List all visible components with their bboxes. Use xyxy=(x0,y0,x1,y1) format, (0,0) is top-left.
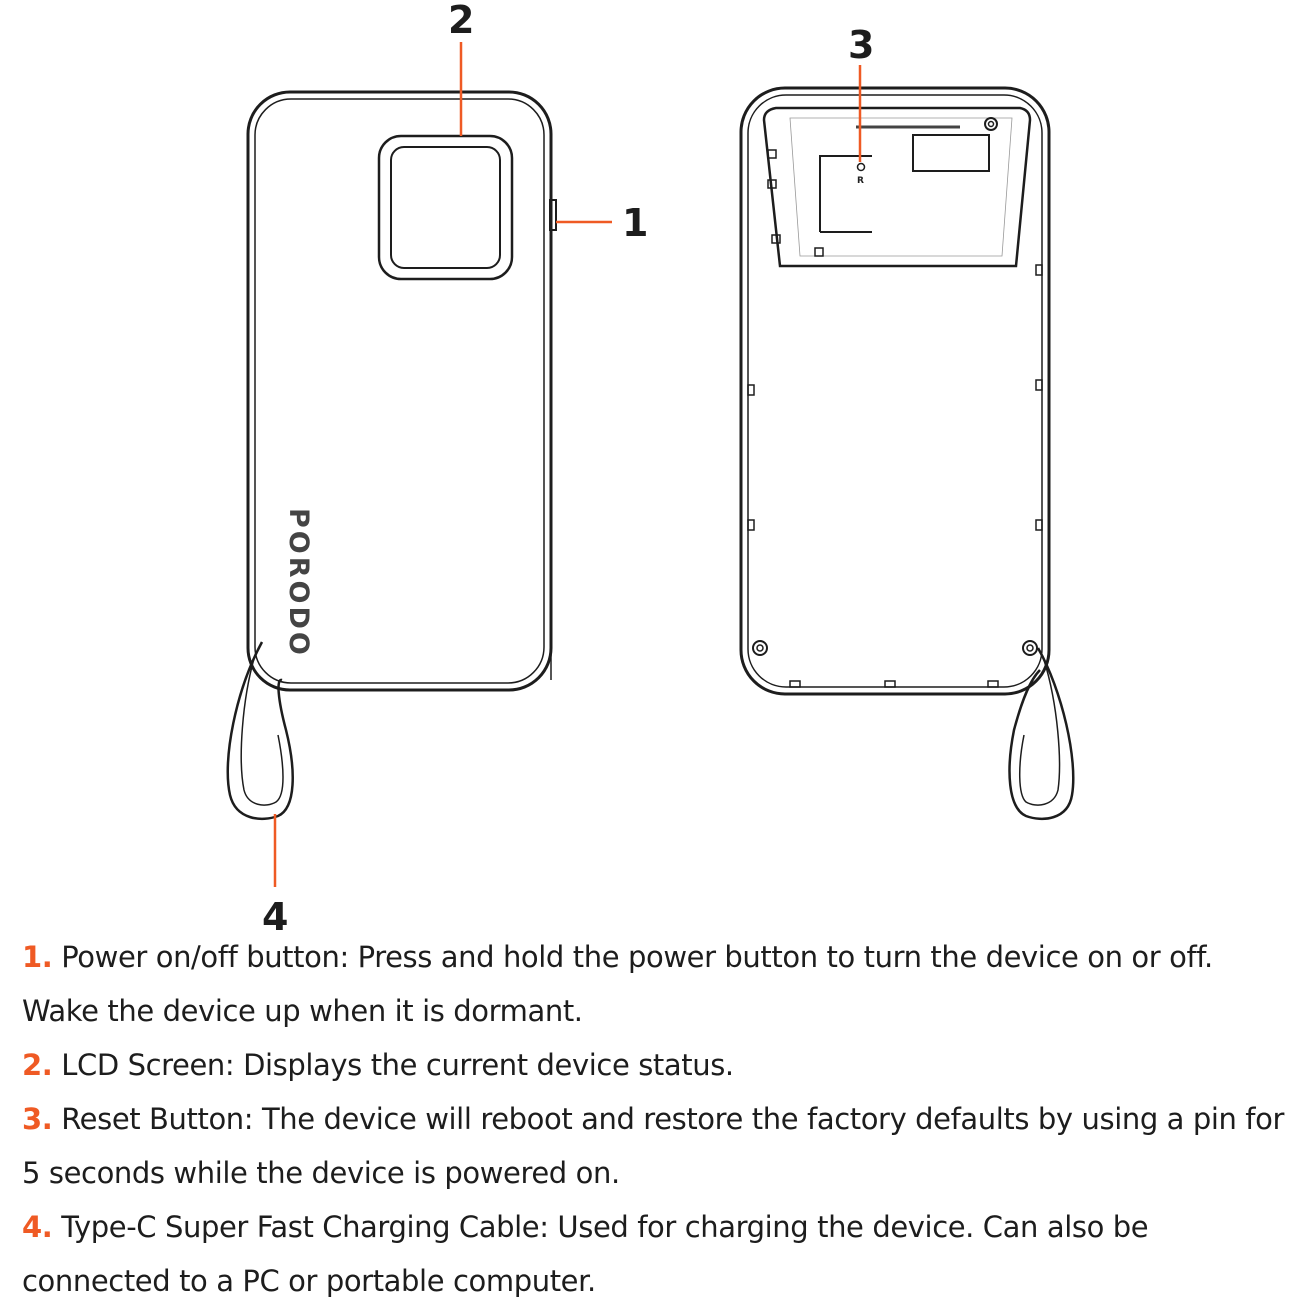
power-button xyxy=(549,199,557,231)
back-body-outer xyxy=(739,86,1051,696)
feature-descriptions: 1. Power on/off button: Press and hold t… xyxy=(22,930,1292,1308)
front-cable-loop xyxy=(226,641,294,821)
reset-mark: R xyxy=(857,176,864,186)
brand-logo: PORODO xyxy=(283,508,314,658)
front-body-inner xyxy=(254,98,545,684)
description-item-2: 2. LCD Screen: Displays the current devi… xyxy=(22,1038,1292,1092)
back-view xyxy=(739,86,1075,821)
back-cable-loop xyxy=(1008,647,1075,821)
front-view xyxy=(226,90,557,821)
callout-lines xyxy=(273,42,862,887)
description-text: Reset Button: The device will reboot and… xyxy=(22,1102,1284,1190)
sim-slot xyxy=(912,134,990,172)
description-item-3: 3. Reset Button: The device will reboot … xyxy=(22,1092,1292,1200)
front-body-outer xyxy=(246,90,553,692)
description-text: Type-C Super Fast Charging Cable: Used f… xyxy=(22,1210,1149,1298)
device-diagram: PORODO R xyxy=(226,0,1075,939)
back-body-inner xyxy=(747,94,1043,688)
screw xyxy=(752,640,768,656)
screw xyxy=(1022,640,1038,656)
description-number: 4. xyxy=(22,1210,53,1244)
description-number: 3. xyxy=(22,1102,53,1136)
callout-number-3: 3 xyxy=(848,23,874,67)
reset-button xyxy=(856,162,866,172)
lcd-screen-inner xyxy=(390,146,501,269)
callout-number-2: 2 xyxy=(448,0,474,42)
callout-number-1: 1 xyxy=(622,201,648,245)
lcd-screen-outer xyxy=(377,134,514,281)
compartment-outer xyxy=(762,106,1032,268)
description-item-1: 1. Power on/off button: Press and hold t… xyxy=(22,930,1292,1038)
description-text: LCD Screen: Displays the current device … xyxy=(52,1048,734,1082)
description-number: 1. xyxy=(22,940,53,974)
description-text: Power on/off button: Press and hold the … xyxy=(22,940,1213,1028)
description-number: 2. xyxy=(22,1048,53,1082)
description-item-4: 4. Type-C Super Fast Charging Cable: Use… xyxy=(22,1200,1292,1308)
callout-number-4: 4 xyxy=(262,895,288,939)
